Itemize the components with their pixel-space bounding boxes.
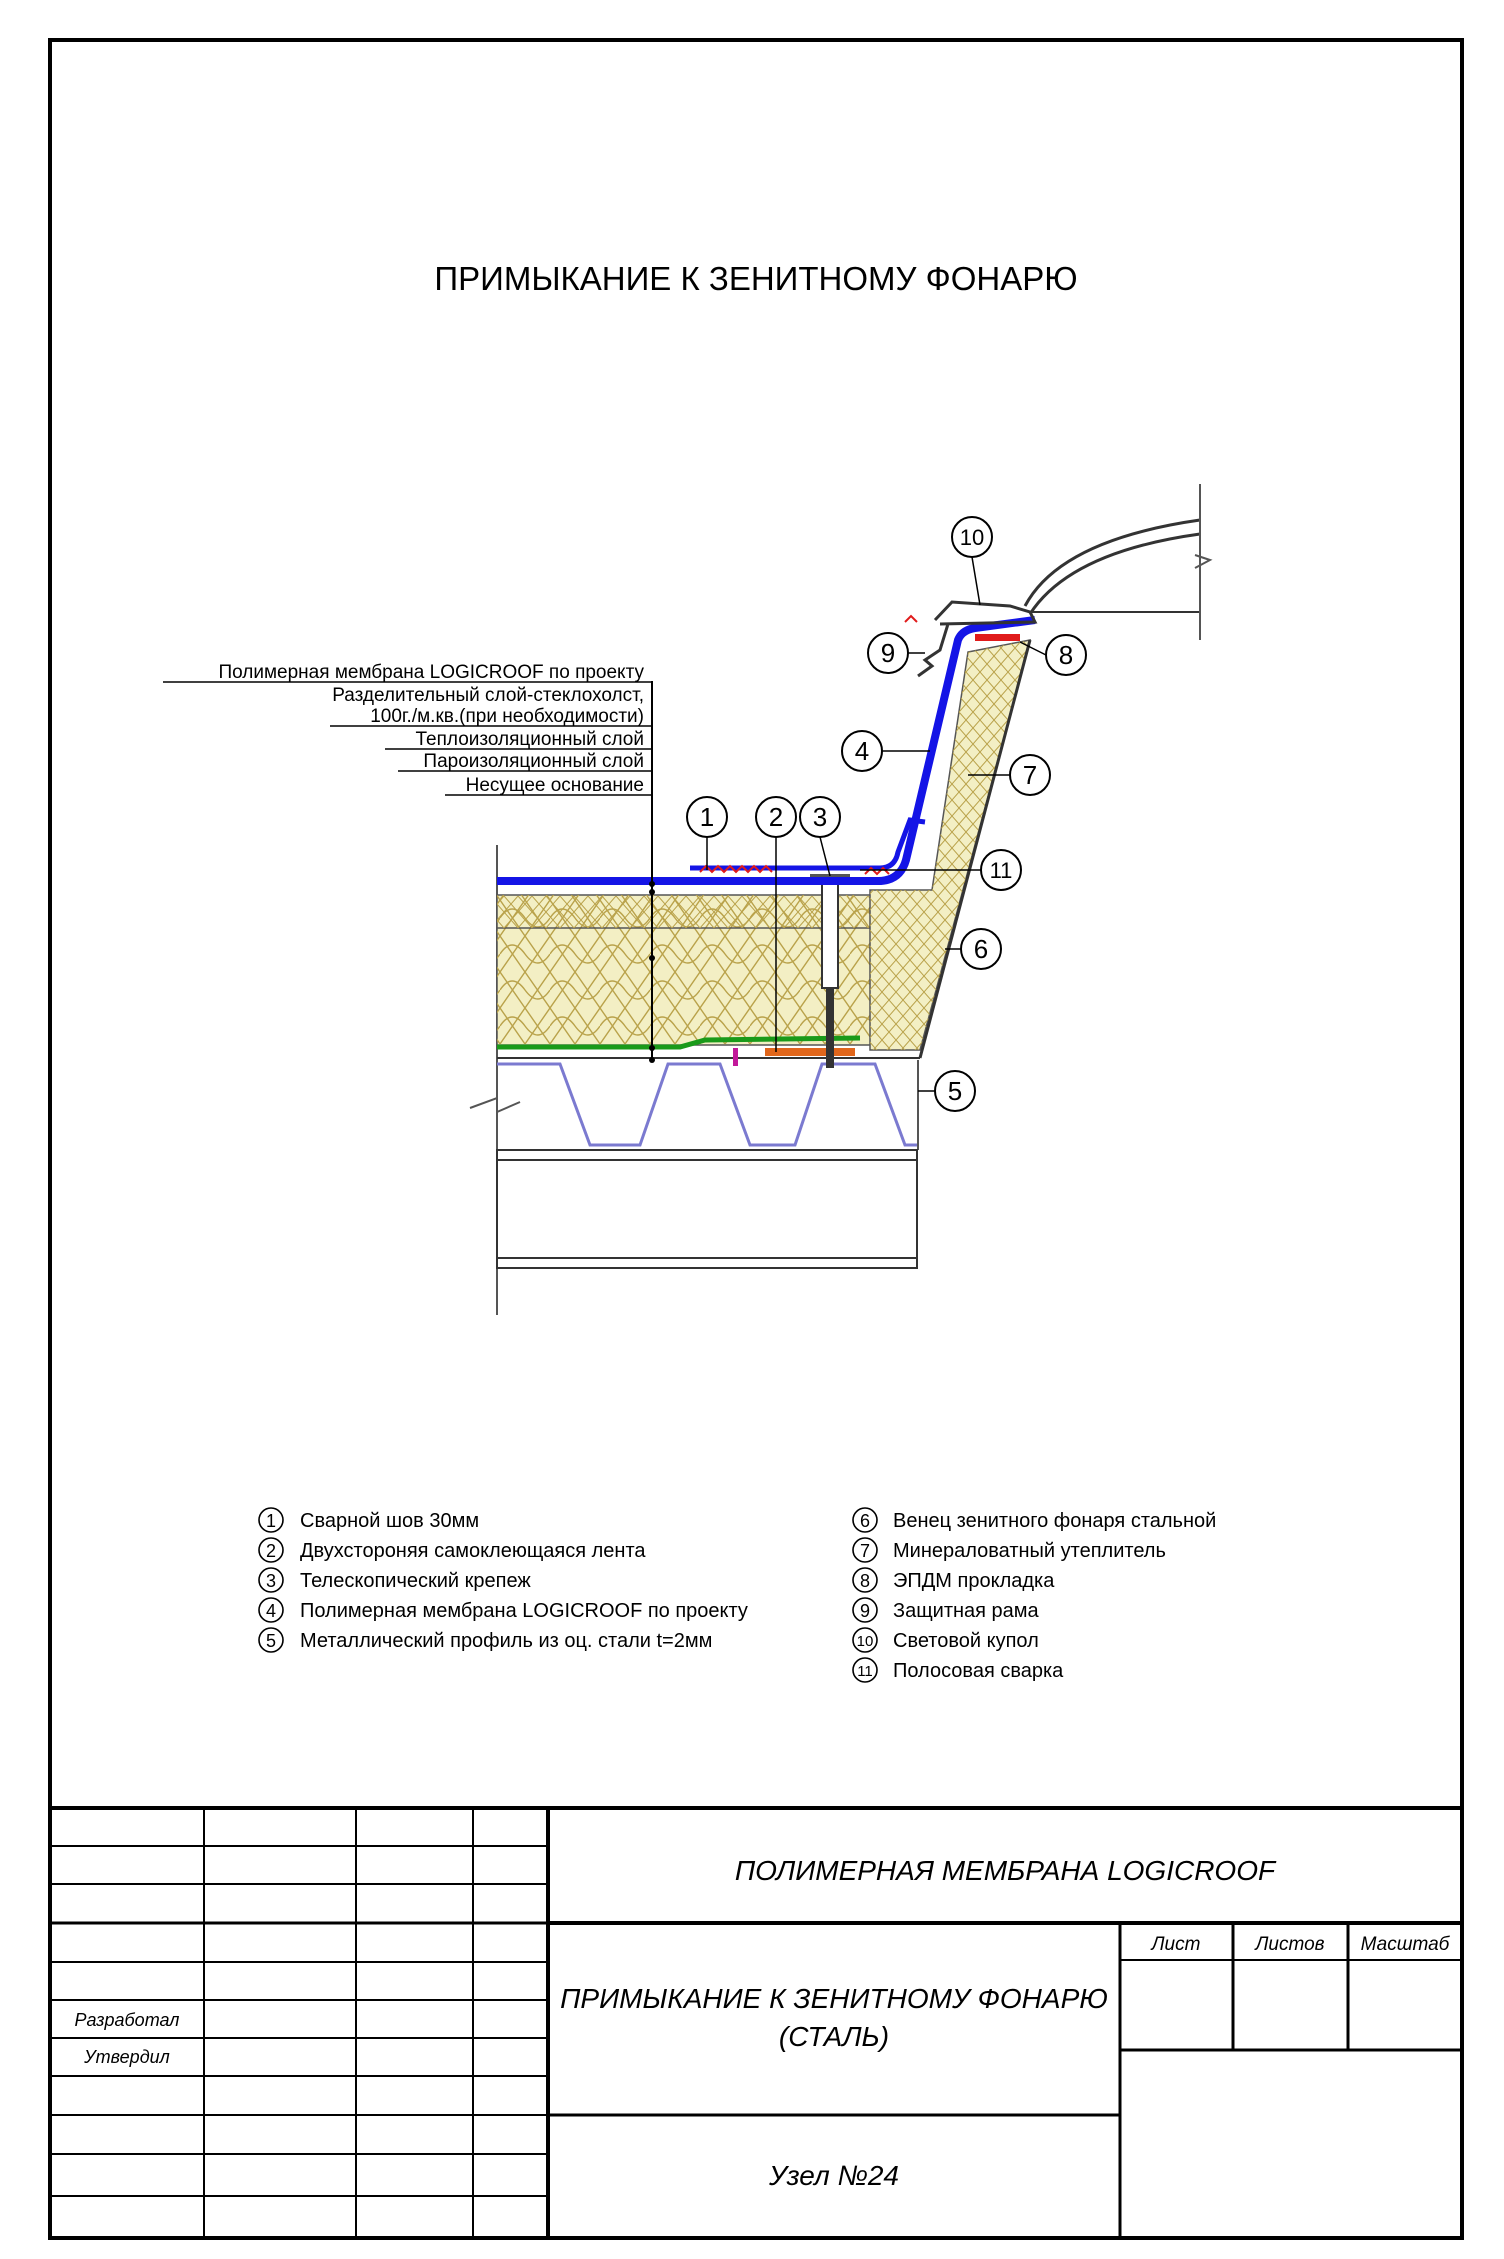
legend-text-5: Металлический профиль из оц. стали t=2мм: [300, 1630, 712, 1652]
layer-label-4: Теплоизоляционный слой: [416, 729, 644, 750]
legend-num-8: 8: [860, 1571, 870, 1591]
vapor-barrier: [497, 1035, 861, 1050]
callout-5: 5: [948, 1076, 962, 1106]
callout-10: 10: [960, 525, 984, 550]
legend-num-4: 4: [266, 1601, 276, 1621]
layer-labels: Полимерная мембрана LOGICROOF по проекту…: [163, 662, 652, 796]
callout-8: 8: [1059, 640, 1073, 670]
profiled-deck: [497, 1062, 918, 1147]
legend-num-7: 7: [860, 1541, 870, 1561]
stamp-developed: Разработал: [75, 2010, 180, 2030]
stamp-node: Узел №24: [768, 2160, 899, 2191]
legend-text-11: Полосовая сварка: [893, 1660, 1064, 1682]
steel-beam: [496, 1149, 918, 1269]
protective-frame: [917, 600, 1038, 678]
layer-label-5: Пароизоляционный слой: [423, 751, 644, 772]
legend-num-5: 5: [266, 1631, 276, 1651]
steel-curb: [918, 639, 1032, 1059]
callout-2: 2: [769, 802, 783, 832]
callout-1: 1: [700, 802, 714, 832]
callouts: 1 2 3 4 5 6 7 8 9 10: [686, 516, 1087, 1112]
legend: 1 Сварной шов 30мм 2 Двухстороняя самокл…: [258, 1507, 1216, 1683]
epdm-gasket: [975, 634, 1020, 641]
stamp-drawing-title-1: ПРИМЫКАНИЕ К ЗЕНИТНОМУ ФОНАРЮ: [560, 1983, 1108, 2014]
pink-fastener: [733, 1048, 738, 1066]
legend-text-7: Минераловатный утеплитель: [893, 1540, 1166, 1562]
layer-label-1: Полимерная мембрана LOGICROOF по проекту: [218, 662, 644, 683]
legend-text-1: Сварной шов 30мм: [300, 1510, 479, 1532]
drawing-title: ПРИМЫКАНИЕ К ЗЕНИТНОМУ ФОНАРЮ: [434, 260, 1077, 297]
layer-label-3: 100г./м.кв.(при необходимости): [370, 706, 644, 727]
stamp-sheets-label: Листов: [1253, 1934, 1324, 1955]
stamp-sheet-label: Лист: [1150, 1934, 1201, 1955]
stamp-scale-label: Масштаб: [1361, 1934, 1451, 1955]
legend-num-1: 1: [266, 1511, 276, 1531]
legend-text-10: Световой купол: [893, 1630, 1039, 1652]
tape-strip: [765, 1048, 855, 1056]
legend-num-9: 9: [860, 1601, 870, 1621]
legend-num-2: 2: [266, 1541, 276, 1561]
title-block-text: ПОЛИМЕРНАЯ МЕМБРАНА LOGICROOF Лист Листо…: [75, 1855, 1451, 2191]
section-detail: [469, 484, 1213, 1315]
stamp-project: ПОЛИМЕРНАЯ МЕМБРАНА LOGICROOF: [735, 1855, 1277, 1886]
stamp-drawing-title-2: (СТАЛЬ): [779, 2021, 889, 2052]
layer-label-6: Несущее основание: [466, 775, 644, 796]
callout-9: 9: [881, 638, 895, 668]
membrane-strip: [690, 817, 926, 871]
layer-label-2: Разделительный слой-стеклохолст,: [332, 685, 644, 706]
legend-num-6: 6: [860, 1511, 870, 1531]
sheet-border: [48, 38, 1464, 2240]
legend-num-10: 10: [857, 1633, 874, 1650]
legend-num-3: 3: [266, 1571, 276, 1591]
legend-text-6: Венец зенитного фонаря стальной: [893, 1510, 1216, 1532]
legend-text-8: ЭПДМ прокладка: [893, 1570, 1055, 1592]
membrane: [497, 616, 1036, 885]
title-block: [50, 1806, 1462, 2238]
callout-3: 3: [813, 802, 827, 832]
legend-text-4: Полимерная мембрана LOGICROOF по проекту: [300, 1600, 748, 1622]
legend-text-9: Защитная рама: [893, 1600, 1040, 1622]
stamp-approved: Утвердил: [83, 2047, 170, 2067]
legend-text-2: Двухстороняя самоклеющаяся лента: [300, 1540, 646, 1562]
callout-6: 6: [974, 934, 988, 964]
callout-11: 11: [990, 858, 1013, 883]
legend-text-3: Телескопический крепеж: [300, 1570, 531, 1592]
callout-7: 7: [1023, 760, 1037, 790]
light-dome: [1023, 518, 1201, 615]
legend-num-11: 11: [857, 1663, 873, 1680]
callout-4: 4: [855, 736, 869, 766]
